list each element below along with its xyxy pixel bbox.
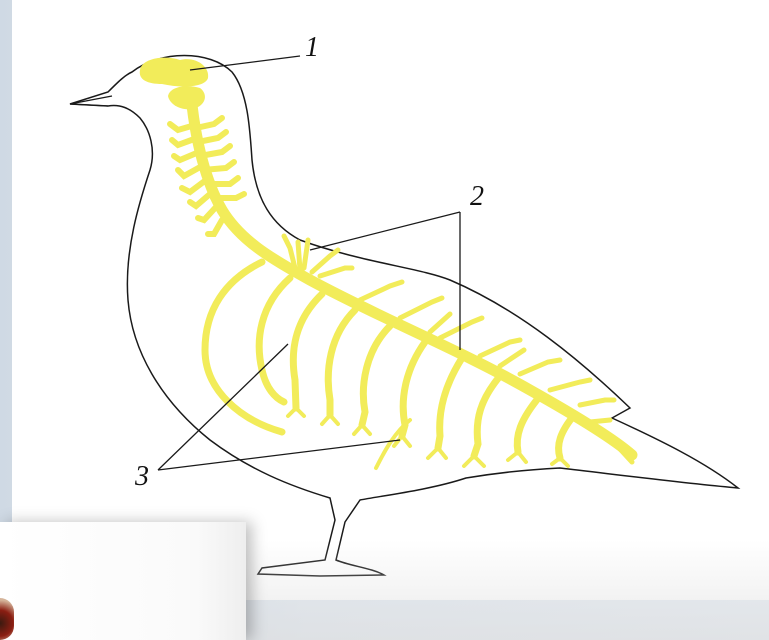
leader-lines xyxy=(158,56,460,470)
brain-cerebellum xyxy=(168,86,205,109)
label-1: 1 xyxy=(305,32,319,63)
leader-line-3b xyxy=(158,440,400,470)
brain-cerebrum xyxy=(140,58,208,87)
overlay-card xyxy=(0,522,246,640)
label-2: 2 xyxy=(470,181,484,212)
neck-nerves-right xyxy=(196,118,244,198)
leader-line-2a xyxy=(310,212,460,250)
spinal-cord xyxy=(192,105,632,455)
overlay-shadow xyxy=(246,540,769,640)
ventral-nerves xyxy=(205,262,575,458)
dorsal-branches xyxy=(360,282,614,405)
label-3: 3 xyxy=(134,461,149,492)
leader-line-3a xyxy=(158,344,288,470)
